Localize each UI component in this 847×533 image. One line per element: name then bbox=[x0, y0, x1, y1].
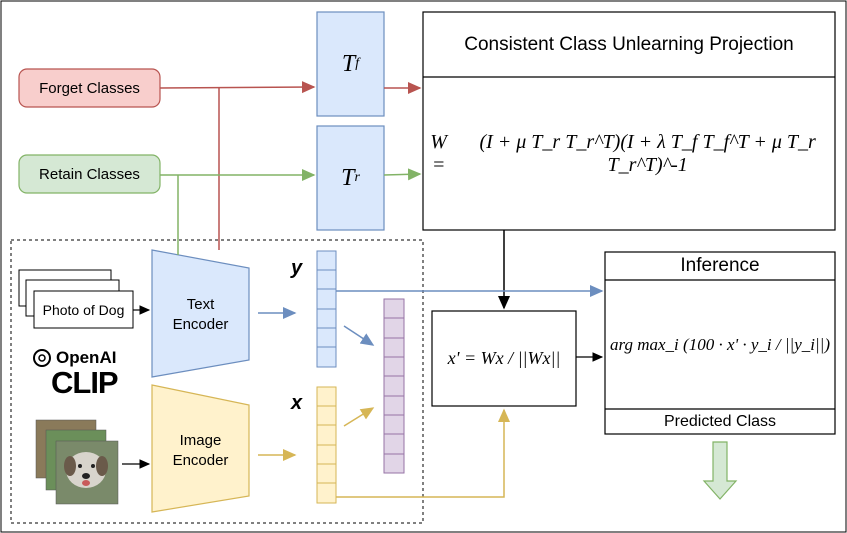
normalize-formula: x' = Wx / ||Wx|| bbox=[447, 348, 561, 368]
projection-formula: W = (I + μ T_r T_r^T)(I + λ T_f T_f^T + … bbox=[430, 130, 816, 176]
y-label: y bbox=[291, 257, 303, 279]
y-vector bbox=[316, 250, 337, 368]
openai-logo bbox=[33, 349, 51, 367]
x-label: x bbox=[291, 392, 303, 414]
x-vector bbox=[316, 386, 337, 504]
retain-classes-label: Retain Classes bbox=[39, 165, 140, 183]
combined-vector bbox=[383, 298, 405, 474]
inference-formula: arg max_i (100 · x' · y_i / ||y_i||) bbox=[610, 334, 830, 354]
projection-box bbox=[422, 11, 836, 231]
output-arrow bbox=[702, 441, 738, 500]
forget-classes-label: Forget Classes bbox=[39, 79, 140, 97]
photo-label: Photo of Dog bbox=[42, 301, 125, 318]
tf-box bbox=[316, 11, 385, 117]
tr-box bbox=[316, 125, 385, 231]
inference-title: Inference bbox=[680, 255, 760, 276]
photo-card bbox=[33, 290, 134, 329]
inference-box bbox=[604, 251, 836, 435]
clip-region bbox=[10, 239, 424, 524]
projection-title: Consistent Class Unlearning Projection bbox=[464, 33, 794, 55]
text-encoder-shape bbox=[151, 249, 250, 378]
predicted-class-label: Predicted Class bbox=[663, 412, 777, 430]
image-encoder-shape bbox=[151, 384, 250, 513]
normalize-box bbox=[431, 310, 577, 407]
retain-classes-box bbox=[18, 154, 161, 194]
clip-text: CLIP bbox=[51, 365, 119, 400]
openai-text: OpenAI bbox=[56, 348, 117, 367]
